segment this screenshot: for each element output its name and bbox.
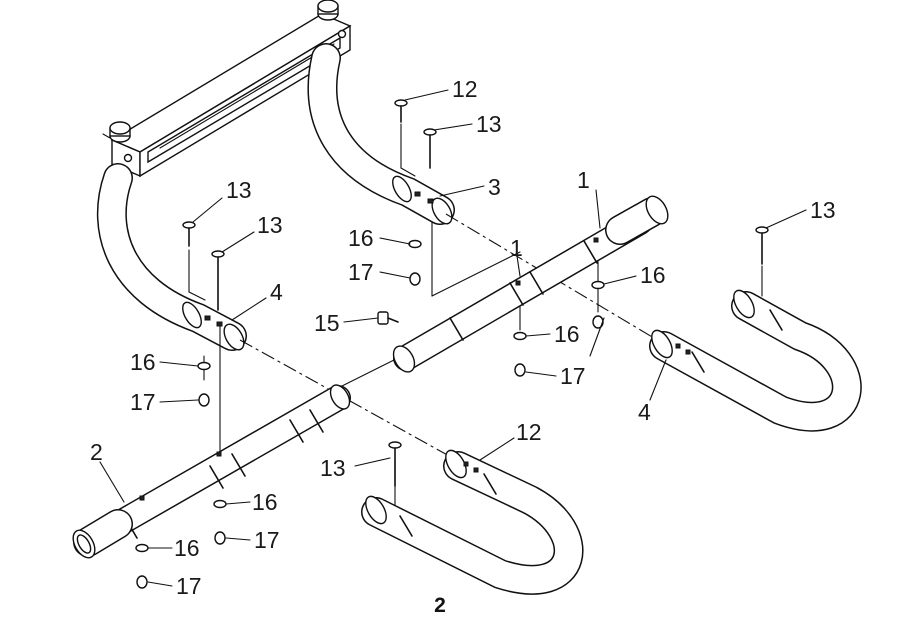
bolt-13-far-right [755, 226, 769, 265]
callout-13: 13 [320, 455, 346, 481]
callout-16: 16 [640, 262, 666, 288]
door-frame-bracket [102, 0, 352, 178]
callout-17: 17 [348, 259, 374, 285]
bolt-12-left [182, 221, 196, 247]
curved-arm-right [307, 43, 455, 225]
callout-16: 16 [252, 489, 278, 515]
callout-17: 17 [130, 389, 156, 415]
callout-1: 1 [577, 167, 590, 193]
u-handle-right [649, 289, 862, 432]
callout-2: 2 [90, 439, 103, 465]
callout-16: 16 [130, 349, 156, 375]
bolt-12-right [394, 99, 408, 123]
callout-3: 4 [270, 279, 283, 305]
leader-lines [99, 89, 807, 587]
callout-3: 3 [488, 174, 501, 200]
callout-13: 13 [810, 197, 836, 223]
u-handle-left [361, 449, 584, 595]
callout-17: 17 [560, 363, 586, 389]
main-bar-2 [72, 384, 351, 559]
callout-16: 16 [174, 535, 200, 561]
callout-16: 16 [348, 225, 374, 251]
washers-and-nuts [135, 239, 605, 589]
callout-4: 4 [638, 399, 651, 425]
callout-17: 17 [176, 573, 202, 599]
callout-17: 17 [254, 527, 280, 553]
screw-15 [377, 311, 399, 325]
callout-1: 1 [510, 235, 523, 261]
callout-labels: 12 13 3 16 17 13 13 4 16 17 15 1 1 16 16… [90, 76, 836, 599]
bolt-13-bottom [388, 441, 402, 487]
callout-15: 15 [314, 310, 340, 336]
callout-12: 13 [226, 177, 252, 203]
curved-arm-left [96, 163, 247, 351]
figure-number: 2 [434, 594, 446, 617]
callout-16: 16 [554, 321, 580, 347]
bolt-13-left [211, 250, 225, 311]
callout-13: 13 [476, 111, 502, 137]
callout-4: 12 [516, 419, 542, 445]
bolt-13-right [423, 128, 437, 169]
callout-12: 12 [452, 76, 478, 102]
main-bar-1 [392, 195, 669, 373]
callout-13: 13 [257, 212, 283, 238]
